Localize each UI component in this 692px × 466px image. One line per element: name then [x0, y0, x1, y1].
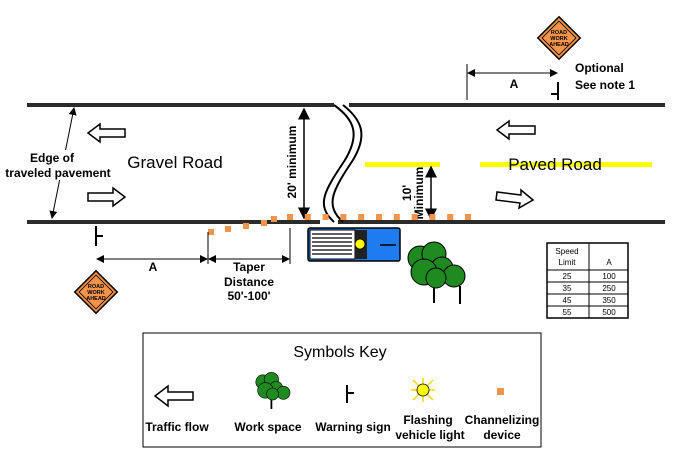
channelizing-device — [465, 214, 471, 220]
channelizing-device — [340, 214, 347, 220]
road-work-ahead-sign-bottom: ROAD WORK AHEAD — [74, 270, 118, 314]
paved-road-label: Paved Road — [508, 155, 602, 174]
traffic-arrow-left — [86, 122, 126, 144]
channelizing-device — [411, 214, 418, 220]
svg-text:WORK: WORK — [550, 36, 567, 42]
key-flashing-light-icon — [411, 378, 435, 402]
key-label-vehicle-light: vehicle light — [395, 428, 464, 442]
key-label-channelizing: Channelizing — [465, 413, 540, 427]
a-label-top: A — [510, 77, 519, 91]
traffic-flow-arrows — [86, 119, 536, 210]
key-label-traffic-flow: Traffic flow — [145, 420, 209, 434]
key-label-work-space: Work space — [234, 420, 301, 434]
svg-text:ROAD: ROAD — [88, 284, 104, 290]
channelizing-devices — [208, 214, 471, 235]
table-cell-a: 250 — [602, 284, 616, 293]
table-cell-speed: 45 — [563, 296, 572, 305]
svg-text:AHEAD: AHEAD — [86, 296, 106, 302]
a-dimension-bottom — [96, 228, 291, 264]
key-label-flashing: Flashing — [403, 413, 452, 427]
twenty-ft-minimum-label: 20' minimum — [285, 126, 299, 199]
svg-text:AHEAD: AHEAD — [549, 42, 569, 48]
channelizing-device — [358, 214, 365, 220]
ten-ft-label-line1: 10' — [400, 185, 414, 201]
table-cell-speed: 25 — [563, 272, 572, 281]
table-header-limit: Limit — [559, 258, 577, 267]
channelizing-device — [393, 214, 400, 220]
table-cell-a: 100 — [602, 272, 616, 281]
svg-text:WORK: WORK — [87, 290, 104, 296]
key-traffic-flow-icon — [153, 384, 194, 408]
edge-label-line1: Edge of — [30, 151, 75, 165]
taper-label-line3: 50'-100' — [227, 289, 270, 303]
channelizing-device — [447, 214, 454, 220]
channelizing-device — [429, 214, 436, 220]
work-vehicle — [307, 227, 401, 262]
channelizing-device — [208, 229, 214, 235]
road-transition-break — [322, 104, 363, 223]
channelizing-device — [271, 216, 277, 222]
a-label-bottom: A — [149, 260, 158, 274]
traffic-arrow-left — [495, 119, 536, 141]
table-cell-speed: 35 — [563, 284, 572, 293]
taper-label-line2: Distance — [224, 275, 274, 289]
table-cell-a: 500 — [602, 308, 616, 317]
traffic-arrow-right — [87, 186, 127, 208]
channelizing-device — [287, 214, 293, 220]
edge-label-line2: traveled pavement — [5, 166, 110, 180]
warning-sign-post-bottom — [95, 226, 103, 246]
key-warning-sign-icon — [346, 385, 354, 403]
channelizing-device — [243, 223, 249, 229]
work-space-tree-icon — [407, 241, 466, 304]
yellow-centerline — [365, 162, 652, 167]
ten-ft-label-line2: Minimum — [412, 167, 426, 220]
channelizing-device — [304, 214, 311, 220]
traffic-arrow-right — [495, 188, 535, 210]
key-channelizing-device-icon — [497, 388, 504, 395]
table-cell-a: 350 — [602, 296, 616, 305]
table-cell-speed: 55 — [563, 308, 572, 317]
key-label-warning-sign: Warning sign — [315, 420, 391, 434]
channelizing-device — [376, 214, 382, 220]
channelizing-device — [225, 226, 231, 232]
taper-label-line1: Taper — [233, 260, 265, 274]
table-header-speed: Speed — [555, 247, 578, 256]
road-work-ahead-sign-top: ROAD WORK AHEAD — [537, 16, 581, 60]
table-header-a: A — [606, 258, 612, 267]
svg-text:ROAD: ROAD — [551, 30, 567, 36]
flashing-light-icon — [354, 238, 366, 250]
channelizing-device — [322, 214, 329, 220]
gravel-road-label: Gravel Road — [127, 153, 222, 172]
symbols-key: Symbols Key Traffic flow Work space Warn… — [142, 332, 542, 448]
channelizing-device — [261, 220, 267, 226]
road-edges — [27, 103, 665, 224]
key-work-space-icon — [255, 372, 291, 410]
see-note-label: See note 1 — [575, 78, 635, 92]
warning-sign-post-top — [551, 82, 559, 100]
optional-label: Optional — [575, 61, 624, 75]
symbols-key-title: Symbols Key — [293, 344, 386, 361]
key-label-device: device — [483, 428, 521, 442]
a-dimension-top — [466, 64, 558, 100]
speed-table: Speed Limit A 25 100 35 250 45 350 55 500 — [546, 242, 629, 319]
